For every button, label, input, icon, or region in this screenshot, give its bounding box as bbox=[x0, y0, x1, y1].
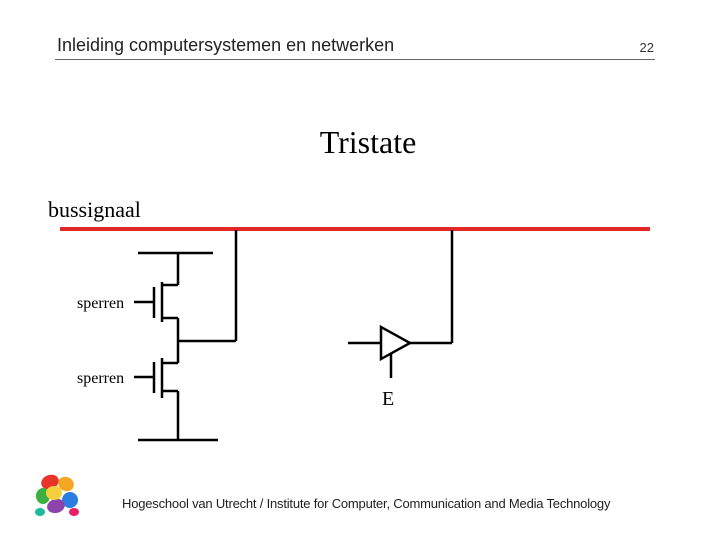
footer-text: Hogeschool van Utrecht / Institute for C… bbox=[122, 496, 611, 511]
gate-label-2: sperren bbox=[77, 370, 124, 387]
enable-label: E bbox=[382, 388, 394, 410]
colorful-flower-logo-icon bbox=[35, 474, 79, 516]
buffer-triangle bbox=[379, 324, 413, 362]
page-number: 22 bbox=[639, 40, 654, 55]
slide-title: Tristate bbox=[319, 124, 417, 160]
gate-label-1: sperren bbox=[77, 295, 124, 312]
header-divider bbox=[55, 59, 655, 60]
transistor-stack bbox=[134, 230, 238, 442]
header-title: Inleiding computersystemen en netwerken bbox=[57, 35, 395, 55]
bus-label: bussignaal bbox=[48, 197, 141, 222]
tristate-buffer bbox=[348, 230, 454, 378]
